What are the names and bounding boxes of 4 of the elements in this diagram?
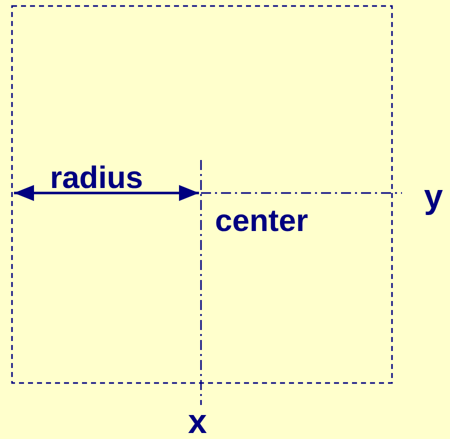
- y-axis-label: y: [424, 180, 443, 214]
- center-label: center: [215, 205, 308, 236]
- x-axis-label: x: [188, 405, 207, 439]
- radius-label: radius: [50, 162, 144, 193]
